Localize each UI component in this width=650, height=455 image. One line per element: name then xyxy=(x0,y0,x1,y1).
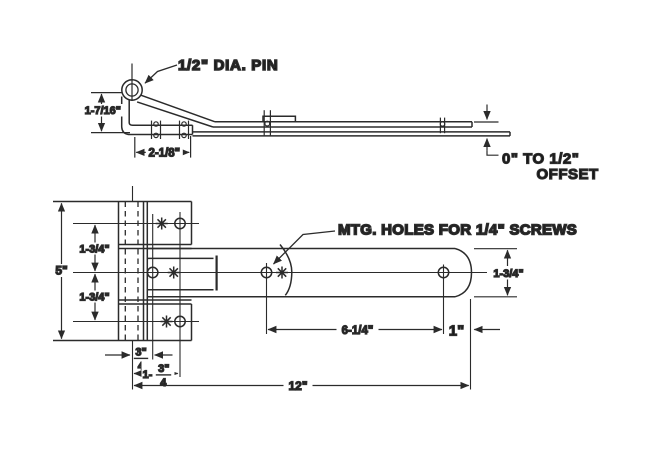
mtg-callout: MTG. HOLES FOR 1/4" SCREWS xyxy=(273,221,578,265)
dim-overall-length: 12" xyxy=(133,378,470,393)
dim-pin-to-hole: 3" 4 xyxy=(105,346,173,373)
pin-height-dim-text: 1-7/16" xyxy=(85,105,121,117)
pin-to-outer-hole-num: 3" xyxy=(158,363,169,375)
bracket-length-dim-text: 2-1/8" xyxy=(148,148,180,160)
dim-end-margin: 1" xyxy=(448,322,500,340)
mounting-hole xyxy=(437,266,450,279)
dim-pin-height: 1-7/16" xyxy=(83,91,130,134)
star-mark xyxy=(276,266,288,279)
offset-leader xyxy=(486,150,499,156)
drawing-root: 1-7/16" 2-1/8" 1/2" DIA. PIN 0" TO 1/2" … xyxy=(51,56,599,393)
side-lower-strip xyxy=(192,131,511,137)
pin-leader-arrow xyxy=(144,64,178,84)
dim-plate-height: 5" xyxy=(51,202,72,340)
side-hole-marks xyxy=(150,110,446,139)
mtg-holes-label: MTG. HOLES FOR 1/4" SCREWS xyxy=(338,222,577,239)
pin-to-hole-den: 4 xyxy=(138,360,145,372)
centerlines xyxy=(73,186,487,390)
plate-hidden-lines xyxy=(124,201,139,341)
dim-hole-spacing: 6-1/4" xyxy=(267,322,443,337)
overall-length-dim-text: 12" xyxy=(288,379,307,393)
pin-to-hole-num: 3" xyxy=(135,346,146,358)
offset-label-line2: OFFSET xyxy=(537,166,599,183)
star-marks xyxy=(155,217,288,328)
pin-to-outer-hole-prefix: 1- xyxy=(143,369,153,381)
hinge-pin xyxy=(121,79,143,101)
mounting-hole xyxy=(260,266,273,279)
star-mark xyxy=(160,315,173,328)
side-view: 1-7/16" 2-1/8" 1/2" DIA. PIN 0" TO 1/2" … xyxy=(83,56,599,184)
mounting-hole xyxy=(174,217,186,230)
plate-height-dim-text: 5" xyxy=(55,263,67,277)
row-spacing-lower-text: 1-3/4" xyxy=(79,292,109,304)
strap-width-dim-text: 1-3/4" xyxy=(493,268,523,280)
pin-to-outer-hole-den: 4 xyxy=(160,377,167,389)
pin-label: 1/2" DIA. PIN xyxy=(178,57,278,74)
hole-spacing-dim-text: 6-1/4" xyxy=(342,325,374,337)
plan-view: MTG. HOLES FOR 1/4" SCREWS 5" 1-3/4" 1-3… xyxy=(51,186,578,393)
pin-callout: 1/2" DIA. PIN xyxy=(144,56,278,84)
star-mark xyxy=(155,217,168,230)
offset-dimension: 0" TO 1/2" OFFSET xyxy=(474,104,599,184)
side-strap xyxy=(136,94,473,128)
row-spacing-upper-text: 1-3/4" xyxy=(79,243,109,255)
dim-row-spacing-upper: 1-3/4" xyxy=(76,224,113,272)
offset-label-line1: 0" TO 1/2" xyxy=(502,150,579,167)
strap-raised-tab xyxy=(262,115,297,122)
dim-row-spacing-lower: 1-3/4" xyxy=(76,273,113,321)
end-margin-dim-text: 1" xyxy=(449,323,464,340)
mounting-holes xyxy=(146,217,450,328)
dim-strap-width: 1-3/4" xyxy=(474,248,529,298)
strap-outline xyxy=(147,244,473,298)
mounting-hole xyxy=(146,266,159,279)
plate-outline xyxy=(53,200,193,342)
mounting-hole xyxy=(174,315,186,328)
side-bracket-leaf xyxy=(120,96,194,136)
star-mark xyxy=(167,266,180,279)
mtg-leader-arrow xyxy=(273,230,336,265)
dim-bracket-length: 2-1/8" xyxy=(134,136,192,160)
